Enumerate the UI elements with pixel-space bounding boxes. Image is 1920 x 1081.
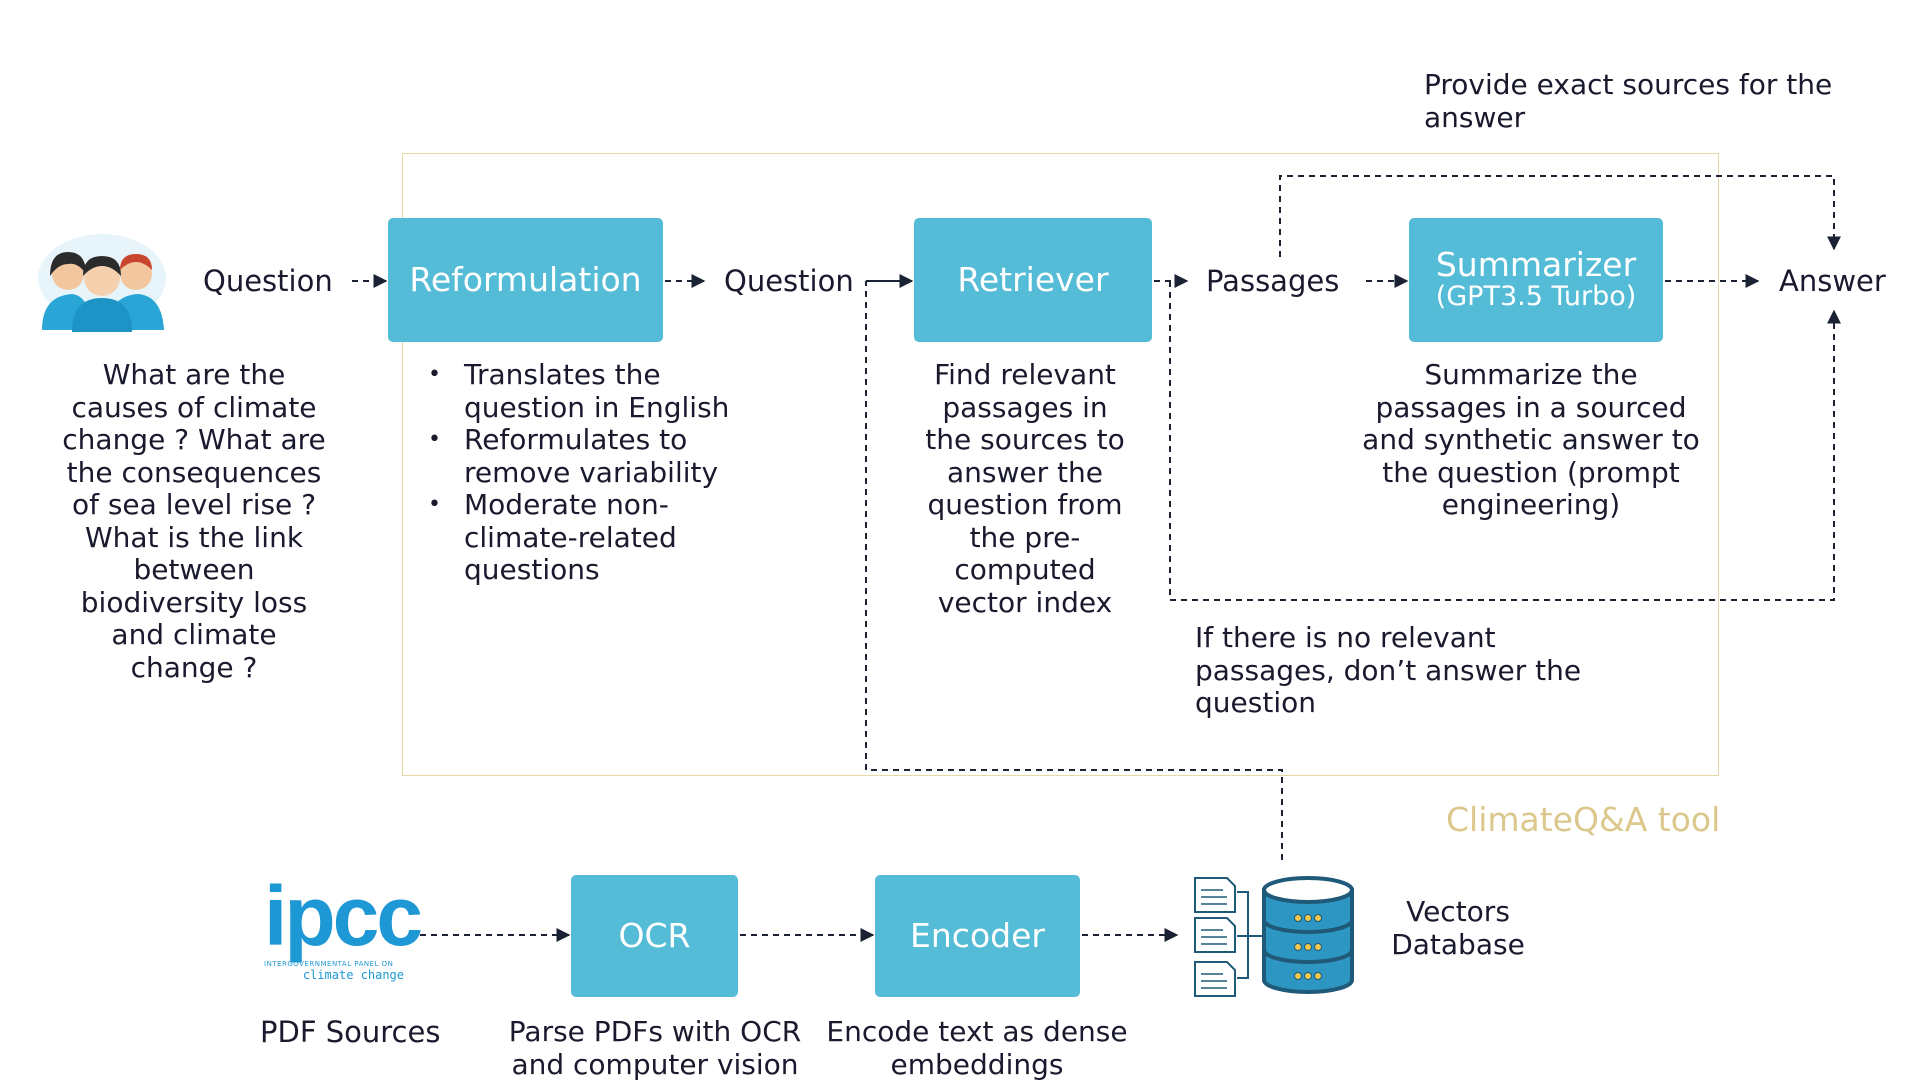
retriever-title: Retriever [957,259,1109,299]
ipcc-logo-text: ipcc [264,869,423,963]
reformulation-box: Reformulation [388,218,663,342]
ocr-title: OCR [618,915,691,955]
retriever-box: Retriever [914,218,1152,342]
summarizer-box: Summarizer (GPT3.5 Turbo) [1409,218,1663,342]
ipcc-logo: ipcc INTERGOVERNMENTAL PANEL ON climate … [264,869,423,994]
summarizer-title: Summarizer [1435,244,1637,284]
arrow-database-to-retriever [865,281,1283,860]
encoder-title: Encoder [910,915,1045,955]
question-label-2: Question [724,264,854,298]
database-icon [1194,876,1354,997]
sources-note: Provide exact sources for the answer [1424,68,1833,134]
ipcc-logo-subtext-1: INTERGOVERNMENTAL PANEL ON [264,960,394,968]
reformulation-title: Reformulation [409,259,642,299]
pdf-sources-label: PDF Sources [260,1015,441,1049]
ipcc-logo-subtext-2: climate change [302,968,404,982]
users-icon [38,234,166,332]
encoder-box: Encoder [875,875,1080,997]
passages-label: Passages [1206,264,1340,298]
no-passages-note: If there is no relevant passages, don’t … [1195,621,1582,719]
ocr-box: OCR [571,875,738,997]
question-label-1: Question [203,264,333,298]
climateqa-tool-label: ClimateQ&A tool [1446,800,1721,839]
climateqa-tool-frame [402,153,1719,776]
arrow-no-passages-to-answer [1169,281,1841,601]
arrow-sources-to-answer [1279,175,1841,257]
answer-label: Answer [1779,264,1886,298]
summarizer-subtitle: (GPT3.5 Turbo) [1435,281,1637,313]
